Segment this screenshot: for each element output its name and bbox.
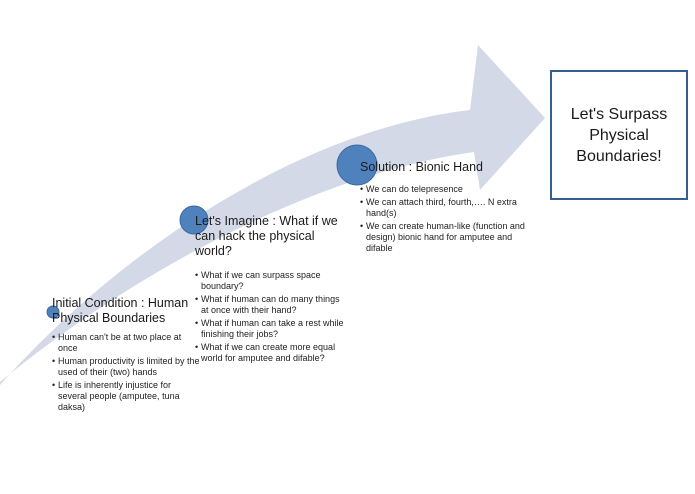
stage-points: What if we can surpass space boundary? W… — [195, 270, 345, 364]
stage-point: What if human can take a rest while fini… — [195, 318, 345, 340]
stage-point: Human productivity is limited by the use… — [52, 356, 200, 378]
stage-point: We can create human-like (function and d… — [360, 221, 530, 254]
stage-point: Human can't be at two place at once — [52, 332, 200, 354]
stage-point: What if human can do many things at once… — [195, 294, 345, 316]
stage-initial-condition: Initial Condition : Human Physical Bound… — [52, 296, 200, 415]
stage-lets-imagine: Let's Imagine : What if we can hack the … — [195, 214, 345, 366]
stage-3-marker — [336, 144, 378, 186]
stage-point: What if we can create more equal world f… — [195, 342, 345, 364]
stage-title: Solution : Bionic Hand — [360, 160, 483, 174]
stage-points: We can do telepresence We can attach thi… — [360, 184, 530, 254]
stage-solution: Solution : Bionic Hand We can do telepre… — [360, 160, 530, 256]
stage-title: Initial Condition : Human Physical Bound… — [52, 296, 189, 325]
stage-point: We can attach third, fourth,…. N extra h… — [360, 197, 530, 219]
goal-box: Let's Surpass Physical Boundaries! — [550, 70, 688, 200]
stage-2-marker — [179, 205, 209, 235]
stage-point: What if we can surpass space boundary? — [195, 270, 345, 292]
stage-point: We can do telepresence — [360, 184, 530, 195]
stage-points: Human can't be at two place at once Huma… — [52, 332, 200, 413]
goal-text: Let's Surpass Physical Boundaries! — [570, 105, 668, 165]
stage-point: Life is inherently injustice for several… — [52, 380, 200, 413]
curved-arrow-shape — [0, 45, 545, 385]
stage-1-marker — [46, 305, 60, 319]
stage-title: Let's Imagine : What if we can hack the … — [195, 214, 338, 258]
